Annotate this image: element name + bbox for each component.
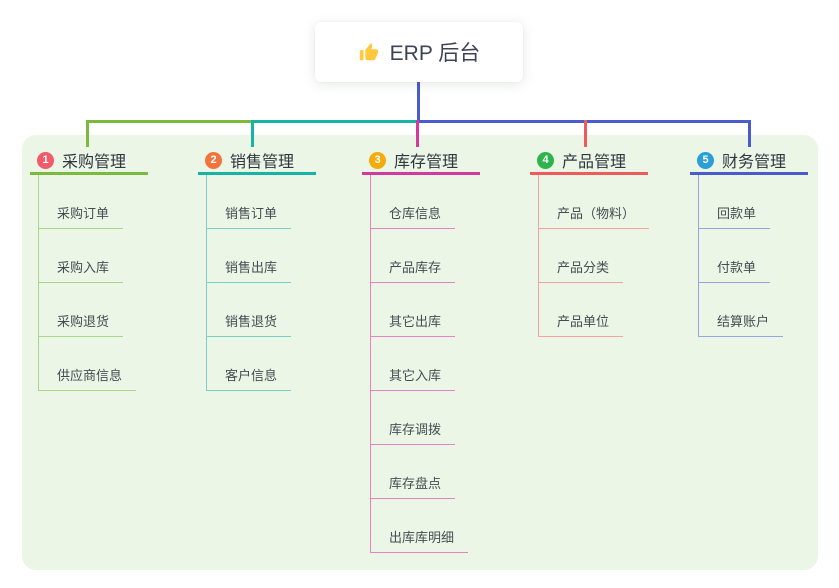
child-node-label: 供应商信息 bbox=[39, 368, 137, 391]
branch-badge: 5 bbox=[697, 151, 714, 169]
child-node[interactable]: 产品单位 bbox=[539, 283, 648, 337]
connector-drop-inventory bbox=[416, 120, 419, 147]
child-node-label: 出库库明细 bbox=[371, 530, 469, 553]
child-node[interactable]: 其它入库 bbox=[371, 337, 480, 391]
branch-inventory: 3 库存管理 仓库信息产品库存其它出库其它入库库存调拨库存盘点出库库明细 bbox=[362, 148, 480, 553]
child-node[interactable]: 库存调拨 bbox=[371, 391, 480, 445]
child-node[interactable]: 销售订单 bbox=[207, 175, 316, 229]
branch-label-finance[interactable]: 5 财务管理 bbox=[690, 148, 808, 175]
child-node-label: 采购入库 bbox=[39, 260, 124, 283]
child-node-label: 其它出库 bbox=[371, 314, 456, 337]
branch-title: 采购管理 bbox=[62, 154, 127, 171]
child-node-label: 回款单 bbox=[699, 206, 771, 229]
connector-horizontal-mid bbox=[252, 120, 419, 123]
branch-label-inventory[interactable]: 3 库存管理 bbox=[362, 148, 480, 175]
child-node[interactable]: 产品库存 bbox=[371, 229, 480, 283]
branch-label-sales[interactable]: 2 销售管理 bbox=[198, 148, 316, 175]
branch-badge: 4 bbox=[537, 151, 554, 169]
branch-purchase: 1 采购管理 采购订单采购入库采购退货供应商信息 bbox=[30, 148, 148, 391]
branch-label-purchase[interactable]: 1 采购管理 bbox=[30, 148, 148, 175]
child-node[interactable]: 其它出库 bbox=[371, 283, 480, 337]
thumbs-up-path bbox=[359, 43, 378, 61]
child-node[interactable]: 仓库信息 bbox=[371, 175, 480, 229]
branch-sales: 2 销售管理 销售订单销售出库销售退货客户信息 bbox=[198, 148, 316, 391]
child-node[interactable]: 产品分类 bbox=[539, 229, 648, 283]
child-node-label: 结算账户 bbox=[699, 314, 784, 337]
child-node[interactable]: 回款单 bbox=[699, 175, 808, 229]
branch-badge: 1 bbox=[37, 151, 54, 169]
child-node-label: 产品单位 bbox=[539, 314, 624, 337]
branch-title: 销售管理 bbox=[230, 154, 295, 171]
branch-product: 4 产品管理 产品（物料） 产品分类产品单位 bbox=[530, 148, 650, 337]
branch-children: 采购订单采购入库采购退货供应商信息 bbox=[38, 175, 148, 391]
mindmap-panel bbox=[22, 135, 818, 570]
connector-root-drop bbox=[417, 82, 420, 121]
branch-badge: 3 bbox=[369, 151, 386, 169]
child-node-label: 产品分类 bbox=[539, 260, 624, 283]
child-node-label: 仓库信息 bbox=[371, 206, 456, 229]
child-node[interactable]: 产品（物料） bbox=[539, 175, 650, 229]
branch-children: 产品（物料） 产品分类产品单位 bbox=[538, 175, 650, 337]
child-node-label: 付款单 bbox=[699, 260, 771, 283]
root-title: ERP 后台 bbox=[389, 42, 481, 65]
child-node-label: 采购订单 bbox=[39, 206, 124, 229]
child-node-label: 销售订单 bbox=[207, 206, 292, 229]
child-node-label: 采购退货 bbox=[39, 314, 124, 337]
branch-finance: 5 财务管理 回款单付款单结算账户 bbox=[690, 148, 808, 337]
child-node-label: 客户信息 bbox=[207, 368, 292, 391]
child-node[interactable]: 付款单 bbox=[699, 229, 808, 283]
root-node[interactable]: ERP 后台 bbox=[315, 22, 523, 82]
branch-badge: 2 bbox=[205, 151, 222, 169]
connector-drop-finance bbox=[748, 120, 751, 147]
child-node[interactable]: 客户信息 bbox=[207, 337, 316, 391]
connector-drop-product bbox=[584, 120, 587, 147]
child-node[interactable]: 采购退货 bbox=[39, 283, 148, 337]
child-node[interactable]: 库存盘点 bbox=[371, 445, 480, 499]
thumbs-up-icon bbox=[358, 41, 380, 63]
branch-children: 销售订单销售出库销售退货客户信息 bbox=[206, 175, 316, 391]
connector-drop-purchase bbox=[86, 120, 89, 147]
child-node-label: 产品（物料） bbox=[539, 206, 650, 229]
child-node[interactable]: 结算账户 bbox=[699, 283, 808, 337]
child-node[interactable]: 采购入库 bbox=[39, 229, 148, 283]
connector-drop-sales bbox=[251, 120, 254, 147]
child-node[interactable]: 采购订单 bbox=[39, 175, 148, 229]
branch-children: 仓库信息产品库存其它出库其它入库库存调拨库存盘点出库库明细 bbox=[370, 175, 480, 553]
child-node-label: 销售出库 bbox=[207, 260, 292, 283]
branch-title: 库存管理 bbox=[394, 154, 459, 171]
child-node-label: 销售退货 bbox=[207, 314, 292, 337]
child-node-label: 产品库存 bbox=[371, 260, 456, 283]
branch-label-product[interactable]: 4 产品管理 bbox=[530, 148, 648, 175]
child-node-label: 库存调拨 bbox=[371, 422, 456, 445]
child-node[interactable]: 出库库明细 bbox=[371, 499, 480, 553]
branch-children: 回款单付款单结算账户 bbox=[698, 175, 808, 337]
branch-title: 产品管理 bbox=[562, 154, 627, 171]
child-node[interactable]: 销售退货 bbox=[207, 283, 316, 337]
child-node-label: 库存盘点 bbox=[371, 476, 456, 499]
branch-title: 财务管理 bbox=[722, 154, 787, 171]
child-node[interactable]: 供应商信息 bbox=[39, 337, 148, 391]
connector-horizontal-left bbox=[86, 120, 252, 123]
child-node-label: 其它入库 bbox=[371, 368, 456, 391]
child-node[interactable]: 销售出库 bbox=[207, 229, 316, 283]
